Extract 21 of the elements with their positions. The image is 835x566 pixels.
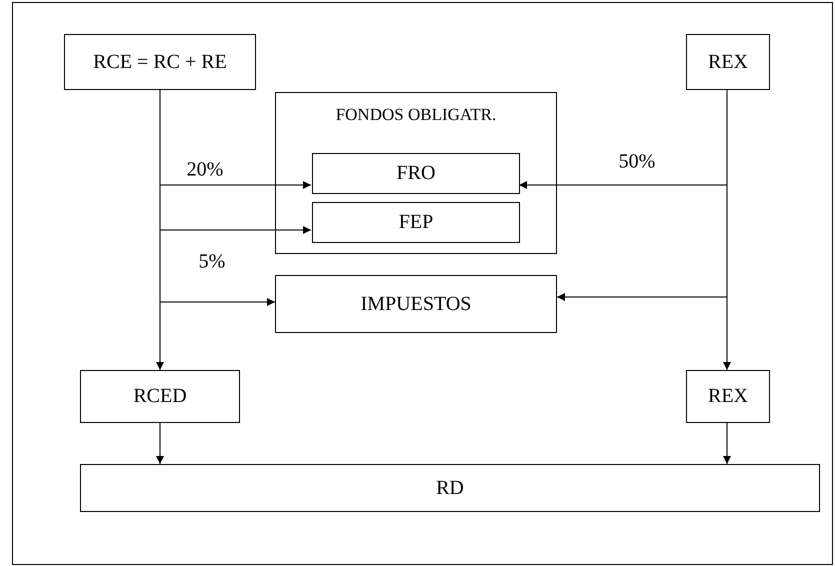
node-label: FEP xyxy=(398,211,434,234)
process-box xyxy=(64,34,256,90)
arrow xyxy=(723,422,731,464)
node-label: REX xyxy=(708,385,748,408)
node-label: FRO xyxy=(396,162,436,185)
process-box xyxy=(686,34,770,90)
process-box xyxy=(312,202,520,243)
node-label: RCED xyxy=(133,385,187,408)
process-box xyxy=(312,153,520,194)
process-box xyxy=(80,464,820,512)
node-label: RCE = RC + RE xyxy=(93,50,227,74)
node-label: IMPUESTOS xyxy=(360,292,472,316)
process-box xyxy=(80,370,240,423)
node-label: RD xyxy=(436,476,464,500)
group-title: FONDOS OBLIGATR. xyxy=(336,105,496,125)
arrow xyxy=(156,422,164,464)
arrow xyxy=(160,90,276,306)
node-label: REX xyxy=(708,50,748,74)
group-box xyxy=(275,92,557,254)
process-box xyxy=(275,275,557,333)
process-box xyxy=(686,370,770,423)
